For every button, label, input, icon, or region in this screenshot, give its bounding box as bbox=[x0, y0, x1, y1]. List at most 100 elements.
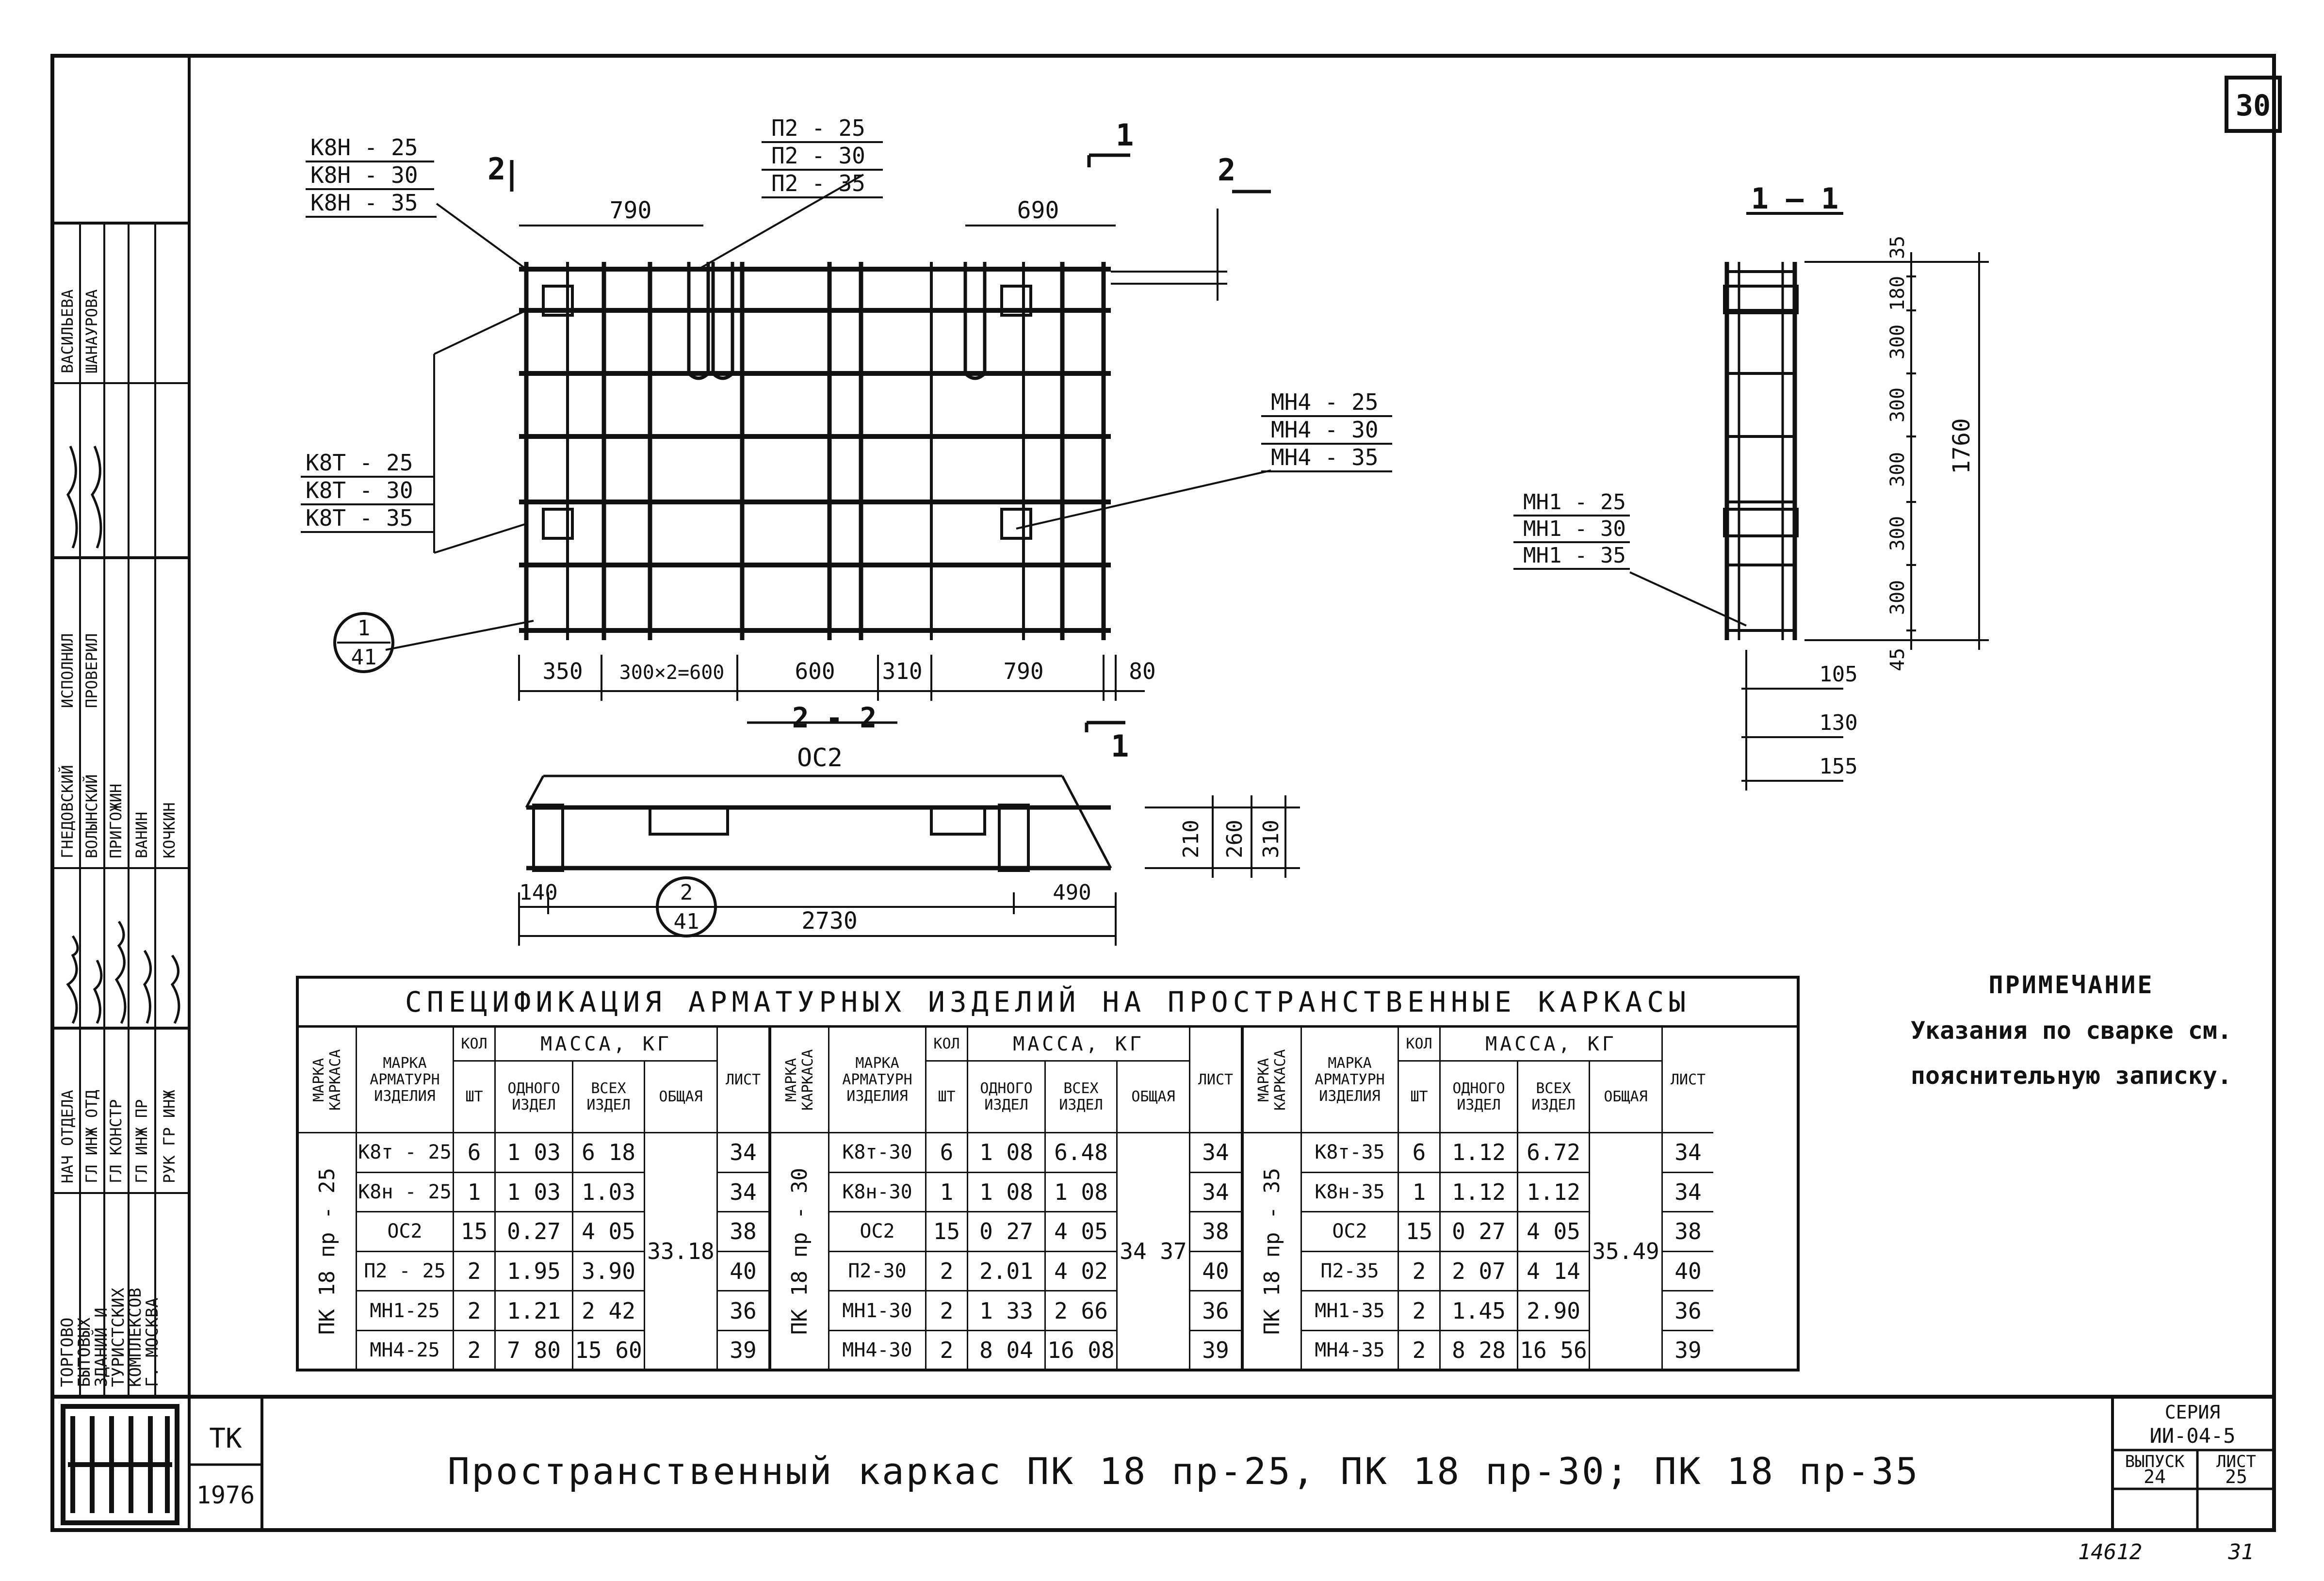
svg-text:МН1 - 25: МН1 - 25 bbox=[1523, 490, 1626, 515]
item-mark: МН1-35 bbox=[1302, 1291, 1399, 1331]
svg-text:К8Н - 35: К8Н - 35 bbox=[310, 190, 418, 216]
header-mass-all: ВСЕХ ИЗДЕЛ bbox=[1518, 1062, 1590, 1133]
item-mass-all: 2 42 bbox=[573, 1291, 645, 1331]
header-mass-total: ОБЩАЯ bbox=[1118, 1062, 1190, 1133]
item-qty: 1 bbox=[454, 1173, 496, 1213]
item-sheet: 38 bbox=[1663, 1212, 1713, 1252]
svg-text:МН4 - 25: МН4 - 25 bbox=[1271, 389, 1379, 415]
item-sheet: 36 bbox=[1663, 1291, 1713, 1331]
item-qty: 2 bbox=[926, 1331, 968, 1371]
item-mass-one: 0 27 bbox=[968, 1212, 1046, 1252]
item-sheet: 36 bbox=[718, 1291, 768, 1331]
left-stamp-roles: НАЧ ОТДЕЛА ГЛ ИНЖ ОТД ГЛ КОНСТР ГЛ ИНЖ П… bbox=[58, 1090, 179, 1183]
frame-mark: ПК 18 пр - 35 bbox=[1244, 1133, 1302, 1371]
main-view bbox=[333, 153, 1271, 732]
svg-text:МН1 - 35: МН1 - 35 bbox=[1523, 543, 1626, 568]
item-mass-one: 8 04 bbox=[968, 1331, 1046, 1371]
header-mass-all: ВСЕХ ИЗДЕЛ bbox=[1046, 1062, 1118, 1133]
title-block bbox=[52, 222, 2274, 1530]
callout-k8t: К8Т - 25 К8Т - 30 К8Т - 35 bbox=[301, 450, 434, 533]
header-sheet: ЛИСТ bbox=[1190, 1028, 1241, 1133]
item-mass-one: 1 08 bbox=[968, 1173, 1046, 1213]
item-mass-all: 3.90 bbox=[573, 1252, 645, 1292]
note: ПРИМЕЧАНИЕ Указания по сварке см. поясни… bbox=[1911, 971, 2232, 1090]
section-1-1-dims: 35 180 300 300 300 300 300 45 1760 105 1… bbox=[1819, 236, 1975, 779]
dim-bottom-1: 300×2=600 bbox=[619, 661, 725, 684]
item-mass-one: 1.45 bbox=[1441, 1291, 1518, 1331]
dim-1760: 1760 bbox=[1948, 418, 1975, 474]
header-mass-total: ОБЩАЯ bbox=[645, 1062, 718, 1133]
item-mark: МН1-30 bbox=[829, 1291, 926, 1331]
dim-210: 210 bbox=[1179, 820, 1203, 858]
svg-text:ГЛ КОНСТР: ГЛ КОНСТР bbox=[107, 1099, 125, 1183]
note-heading: ПРИМЕЧАНИЕ bbox=[1988, 971, 2154, 999]
item-mass-one: 1 08 bbox=[968, 1133, 1046, 1173]
item-mass-all: 4 05 bbox=[573, 1212, 645, 1252]
item-mark: МН4-30 bbox=[829, 1331, 926, 1371]
item-qty: 2 bbox=[454, 1291, 496, 1331]
svg-text:РУК ГР ИНЖ: РУК ГР ИНЖ bbox=[160, 1090, 179, 1183]
item-mass-one: 2 07 bbox=[1441, 1252, 1518, 1292]
header-item-mark: МАРКА АРМАТУРН ИЗДЕЛИЯ bbox=[829, 1028, 926, 1133]
header-mass: МАССА, КГ bbox=[1441, 1028, 1663, 1062]
svg-text:БЫТОВЫХ: БЫТОВЫХ bbox=[75, 1317, 94, 1387]
item-mark: ОС2 bbox=[357, 1212, 454, 1252]
header-item-mark: МАРКА АРМАТУРН ИЗДЕЛИЯ bbox=[1302, 1028, 1399, 1133]
item-sheet: 40 bbox=[1663, 1252, 1713, 1292]
item-mass-all: 4 02 bbox=[1046, 1252, 1118, 1292]
item-qty: 15 bbox=[454, 1212, 496, 1252]
item-sheet: 39 bbox=[1190, 1331, 1241, 1371]
frame-mark: ПК 18 пр - 30 bbox=[771, 1133, 829, 1371]
item-qty: 15 bbox=[926, 1212, 968, 1252]
dim-140: 140 bbox=[519, 880, 557, 905]
item-sheet: 34 bbox=[1190, 1173, 1241, 1213]
callout-mn1: МН1 - 25 МН1 - 30 МН1 - 35 bbox=[1513, 490, 1630, 570]
note-line-1: Указания по сварке см. bbox=[1911, 1016, 2232, 1045]
item-qty: 6 bbox=[1399, 1133, 1441, 1173]
item-mark: МН4-25 bbox=[357, 1331, 454, 1371]
callout-mn4: МН4 - 25 МН4 - 30 МН4 - 35 bbox=[1261, 389, 1392, 472]
item-mass-all: 16 08 bbox=[1046, 1331, 1118, 1371]
svg-text:МН4 - 30: МН4 - 30 bbox=[1271, 417, 1379, 443]
item-mark: К8т - 25 bbox=[357, 1133, 454, 1173]
stamp-code: ТК bbox=[209, 1423, 242, 1454]
svg-text:К8Т - 25: К8Т - 25 bbox=[306, 450, 413, 476]
item-qty: 2 bbox=[454, 1331, 496, 1371]
svg-text:300: 300 bbox=[1886, 387, 1909, 422]
svg-text:ГЛ ИНЖ ОТД: ГЛ ИНЖ ОТД bbox=[82, 1090, 101, 1183]
frame-mark: ПК 18 пр - 25 bbox=[299, 1133, 357, 1371]
item-mass-all: 1.12 bbox=[1518, 1173, 1590, 1213]
item-qty: 2 bbox=[1399, 1252, 1441, 1292]
svg-text:180: 180 bbox=[1886, 276, 1909, 311]
section-mark-1: 1 bbox=[1116, 117, 1134, 153]
dim-790-top: 790 bbox=[610, 197, 652, 224]
header-pcs: ШТ bbox=[454, 1062, 496, 1133]
svg-text:ИСПОЛНИЛ: ИСПОЛНИЛ bbox=[58, 633, 77, 708]
sheet-value: 25 bbox=[2225, 1466, 2247, 1487]
svg-text:Г. МОСКВА: Г. МОСКВА bbox=[143, 1298, 162, 1387]
item-sheet: 40 bbox=[718, 1252, 768, 1292]
item-mass-all: 6.48 bbox=[1046, 1133, 1118, 1173]
svg-text:ВОЛЫНСКИЙ: ВОЛЫНСКИЙ bbox=[82, 774, 101, 858]
dim-bottom-3: 310 bbox=[882, 658, 922, 684]
item-qty: 6 bbox=[454, 1133, 496, 1173]
header-mass-one: ОДНОГО ИЗДЕЛ bbox=[1441, 1062, 1518, 1133]
dim-bottom-2: 600 bbox=[795, 658, 835, 684]
organization-logo bbox=[61, 1404, 179, 1525]
dim-bottom-5: 80 bbox=[1129, 658, 1155, 684]
item-qty: 1 bbox=[1399, 1173, 1441, 1213]
item-mass-one: 1.12 bbox=[1441, 1173, 1518, 1213]
svg-text:ШАНАУРОВА: ШАНАУРОВА bbox=[82, 290, 101, 373]
dim-2730: 2730 bbox=[801, 907, 858, 935]
spec-title: СПЕЦИФИКАЦИЯ АРМАТУРНЫХ ИЗДЕЛИЙ НА ПРОСТ… bbox=[299, 979, 1797, 1028]
svg-text:45: 45 bbox=[1886, 648, 1909, 671]
section-2-2-label: ОС2 bbox=[797, 743, 843, 773]
signatures bbox=[66, 446, 180, 1024]
svg-text:ПРОВЕРИЛ: ПРОВЕРИЛ bbox=[82, 633, 101, 708]
header-frame-mark: МАРКА КАРКАСА bbox=[1244, 1028, 1302, 1133]
callout-p2: П2 - 25 П2 - 30 П2 - 35 bbox=[762, 115, 883, 198]
item-mass-one: 1 33 bbox=[968, 1291, 1046, 1331]
svg-text:300: 300 bbox=[1886, 516, 1909, 551]
